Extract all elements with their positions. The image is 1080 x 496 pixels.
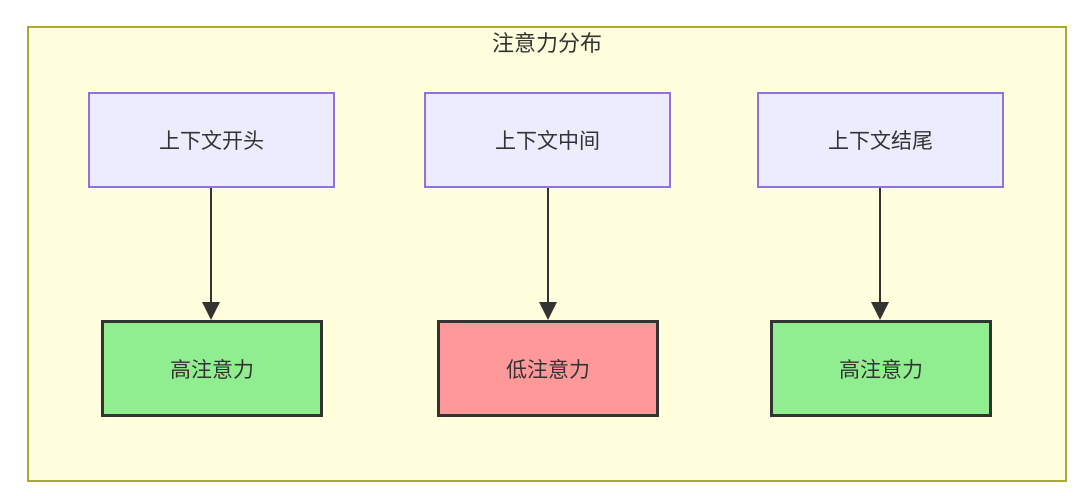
arrow-head-icon — [202, 302, 220, 320]
node-context-beginning: 上下文开头 — [88, 92, 335, 188]
arrow-head-icon — [871, 302, 889, 320]
arrow-head-icon — [539, 302, 557, 320]
diagram-title: 注意力分布 — [491, 32, 602, 57]
arrow-line — [879, 188, 881, 304]
node-low-attention: 低注意力 — [437, 320, 659, 417]
node-context-end: 上下文结尾 — [757, 92, 1004, 188]
node-high-attention-left: 高注意力 — [101, 320, 323, 417]
arrow-line — [547, 188, 549, 304]
arrow-line — [210, 188, 212, 304]
node-high-attention-right: 高注意力 — [770, 320, 992, 417]
node-context-middle: 上下文中间 — [424, 92, 671, 188]
